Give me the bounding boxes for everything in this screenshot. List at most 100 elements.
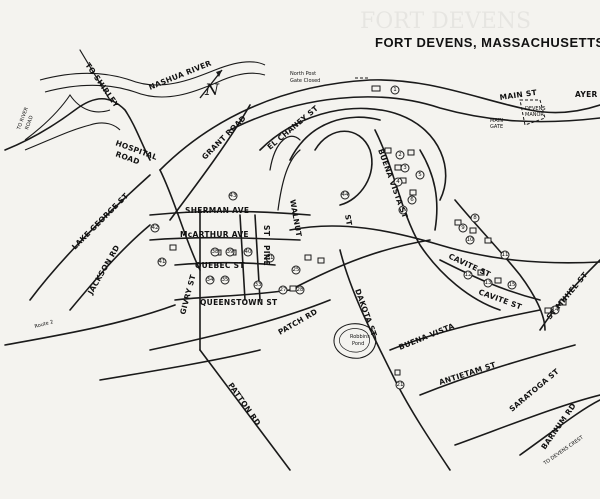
marker: 21 bbox=[395, 380, 405, 390]
label-route-2: Route 2 bbox=[34, 319, 54, 330]
svg-text:31: 31 bbox=[267, 255, 274, 261]
label-queenstown-st: QUEENSTOWN ST bbox=[200, 298, 278, 307]
road-sherman-ave bbox=[149, 210, 311, 216]
marker: 9 bbox=[458, 223, 468, 233]
svg-text:2: 2 bbox=[398, 152, 402, 158]
marker: 43 bbox=[228, 191, 238, 201]
marker: 28 bbox=[295, 285, 305, 295]
marker: 4 bbox=[393, 177, 403, 187]
svg-text:12: 12 bbox=[465, 272, 472, 278]
marker: 42 bbox=[150, 223, 160, 233]
markers: 1 2 3 4 5 6 7 8 9 10 11 12 13 14 15 21 2… bbox=[150, 85, 560, 390]
label-jackson-rd: JACKSON RD bbox=[85, 243, 121, 296]
road-grant bbox=[169, 104, 251, 221]
marker: 14 bbox=[550, 305, 560, 315]
svg-text:4: 4 bbox=[396, 179, 400, 185]
marker: 31 bbox=[265, 253, 275, 263]
robbins-pond: Robbins Pond bbox=[333, 323, 377, 359]
road-buena-vista-loop bbox=[314, 130, 373, 206]
svg-text:25: 25 bbox=[293, 267, 300, 273]
road-inner-loop bbox=[289, 116, 381, 161]
svg-text:41: 41 bbox=[159, 259, 166, 265]
road-antietam bbox=[419, 344, 576, 396]
svg-text:7: 7 bbox=[401, 207, 405, 213]
marker: 10 bbox=[465, 235, 475, 245]
label-walnut: WALNUT bbox=[288, 199, 304, 238]
svg-text:14: 14 bbox=[552, 307, 559, 313]
label-cavite-st-2: CAVITE ST bbox=[477, 287, 523, 311]
marker: 7 bbox=[398, 205, 408, 215]
marker: 44 bbox=[340, 190, 350, 200]
label-ayer: AYER bbox=[575, 90, 598, 99]
road-central-diag bbox=[289, 239, 431, 291]
map-title: FORT DEVENS, MASSACHUSETTS bbox=[375, 35, 600, 50]
svg-text:21: 21 bbox=[397, 382, 404, 388]
road-parallel bbox=[277, 149, 301, 211]
svg-text:28: 28 bbox=[297, 287, 304, 293]
marker: 3 bbox=[400, 163, 410, 173]
marker: 34 bbox=[205, 275, 215, 285]
nashua-river bbox=[24, 61, 266, 151]
label-pine: PINE bbox=[262, 245, 271, 266]
marker: 39 bbox=[225, 247, 235, 257]
road-lake-george bbox=[29, 174, 151, 301]
road-buena-vista bbox=[374, 129, 501, 311]
svg-text:42: 42 bbox=[152, 225, 159, 231]
svg-text:8: 8 bbox=[473, 215, 477, 221]
marker: 25 bbox=[291, 265, 301, 275]
svg-text:33: 33 bbox=[255, 282, 262, 288]
marker: 41 bbox=[157, 257, 167, 267]
road-walnut bbox=[269, 135, 301, 171]
marker: 2 bbox=[395, 150, 405, 160]
road-route-2 bbox=[4, 304, 176, 346]
marker: 38 bbox=[210, 247, 220, 257]
road-queenstown-st bbox=[174, 289, 291, 301]
svg-text:13: 13 bbox=[485, 280, 492, 286]
label-el-chaney-st: EL CHANEY ST bbox=[266, 103, 321, 151]
label-devens-manor-2: MANOR bbox=[525, 112, 544, 118]
svg-text:35: 35 bbox=[222, 277, 229, 283]
marker: 27 bbox=[278, 285, 288, 295]
svg-text:27: 27 bbox=[280, 287, 287, 293]
label-quebec-st: QUEBEC ST bbox=[195, 261, 245, 270]
label-buena-vista: BUENA VISTA bbox=[397, 321, 455, 352]
label-main-gate-2: GATE bbox=[490, 124, 503, 130]
svg-text:9: 9 bbox=[461, 225, 465, 231]
road-main-st-lower bbox=[229, 96, 600, 131]
north-arrow: N bbox=[199, 69, 223, 99]
marker: 15 bbox=[507, 280, 517, 290]
svg-text:1: 1 bbox=[393, 87, 397, 93]
road-mcarthur-ave bbox=[149, 236, 301, 241]
road-hospital bbox=[159, 169, 201, 271]
marker: 40 bbox=[243, 247, 253, 257]
svg-text:39: 39 bbox=[227, 249, 234, 255]
robbins-pond-label: Robbins bbox=[350, 334, 370, 340]
svg-text:5: 5 bbox=[418, 172, 422, 178]
road-patton-west bbox=[99, 349, 261, 381]
marker: 13 bbox=[483, 278, 493, 288]
label-givry-st: GIVRY ST bbox=[178, 273, 197, 316]
svg-text:40: 40 bbox=[245, 249, 252, 255]
marker: 5 bbox=[415, 170, 425, 180]
bleed-through-text: FORT DEVENS bbox=[360, 9, 531, 34]
robbins-pond-label-2: Pond bbox=[352, 341, 364, 347]
label-to-river-2: ROAD bbox=[24, 115, 35, 131]
svg-text:44: 44 bbox=[342, 192, 349, 198]
label-antietam-st: ANTIETAM ST bbox=[438, 360, 498, 387]
marker: 6 bbox=[407, 195, 417, 205]
marker: 11 bbox=[500, 250, 510, 260]
svg-text:11: 11 bbox=[502, 252, 509, 258]
road-patch bbox=[149, 299, 331, 351]
road-st-mihiel bbox=[539, 259, 600, 331]
road-barnum bbox=[519, 399, 600, 456]
road-quebec-st bbox=[174, 261, 276, 266]
marker: 8 bbox=[470, 213, 480, 223]
label-st-mihiel-st: ST MIHIEL ST bbox=[545, 270, 590, 321]
label-mcarthur-ave: McARTHUR AVE bbox=[180, 230, 249, 239]
label-main-gate: MAIN bbox=[490, 118, 503, 124]
road-jackson bbox=[69, 224, 151, 311]
label-st: ST bbox=[343, 214, 354, 227]
svg-text:10: 10 bbox=[467, 237, 474, 243]
